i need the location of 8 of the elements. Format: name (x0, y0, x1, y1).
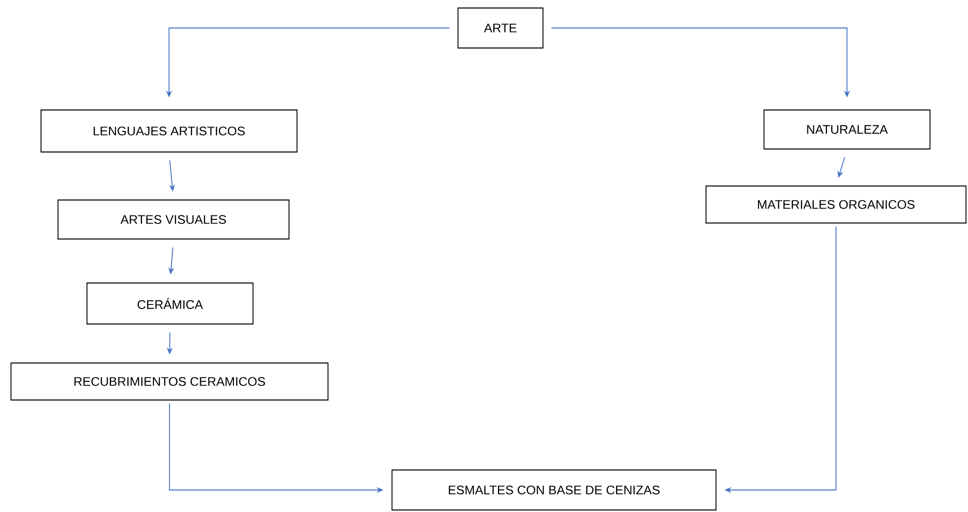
process-box: ESMALTES CON BASE DE CENIZAS (392, 470, 716, 510)
process-box: MATERIALES ORGANICOS (706, 186, 966, 224)
process-box: RECUBRIMIENTOS CERAMICOS (10, 362, 328, 400)
process-box: NATURALEZA (764, 110, 930, 150)
process-box: ARTES VISUALES (58, 200, 290, 240)
process-box: ARTE (458, 8, 544, 48)
process-box: CERÁMICA (86, 282, 254, 324)
process-box: LENGUAJES ARTISTICOS (40, 110, 298, 152)
